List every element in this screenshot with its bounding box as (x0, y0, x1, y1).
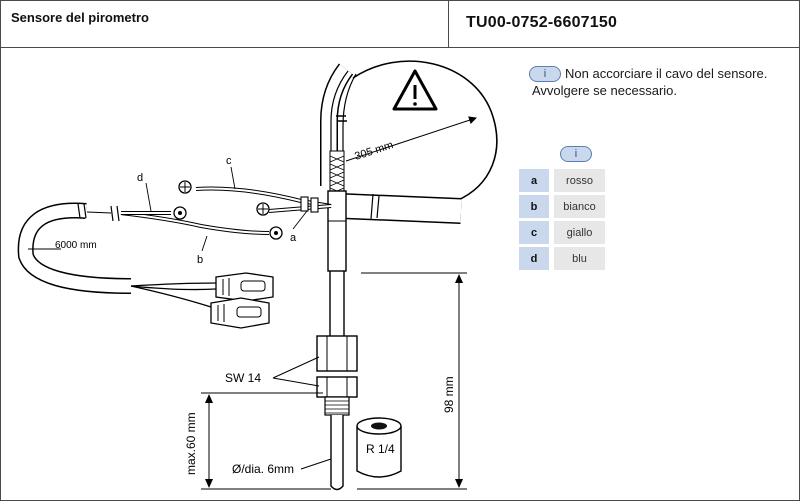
note-line-1: i Non accorciare il cavo del sensore. (529, 66, 767, 82)
adapter-r14 (356, 417, 402, 478)
header: Sensore del pirometro TU00-0752-6607150 (1, 1, 799, 48)
legend-key: d (519, 247, 549, 270)
sw14-label: SW 14 (225, 371, 261, 385)
plug-connector-1 (215, 272, 274, 302)
screw-terminal (256, 202, 270, 216)
wire-label-b: b (197, 254, 203, 266)
warning-icon (392, 69, 438, 111)
legend-value: rosso (554, 169, 605, 192)
legend-key: b (519, 195, 549, 218)
thread-r14-label: R 1/4 (366, 442, 395, 456)
diameter-label: Ø/dia. 6mm (232, 462, 294, 476)
legend-value: bianco (554, 195, 605, 218)
legend-value: blu (554, 247, 605, 270)
length-305-label: 305 mm (353, 139, 395, 163)
length-6000-label: 6000 mm (55, 240, 97, 251)
note-text-1: Non accorciare il cavo del sensore. (565, 66, 768, 81)
plug-connector-2 (210, 297, 270, 329)
info-icon: i (529, 66, 561, 82)
legend-info-icon: i (560, 146, 592, 162)
length-98-label: 98 mm (442, 376, 456, 413)
screw-terminal (178, 180, 192, 194)
document-title: Sensore del pirometro (11, 10, 149, 25)
note-text-2: Avvolgere se necessario. (532, 83, 678, 98)
header-divider (448, 1, 449, 47)
thread (324, 396, 350, 416)
wire-label-c: c (226, 155, 232, 167)
cable-braid (329, 150, 345, 197)
detail-circle (352, 60, 498, 202)
hex-nut-upper (316, 335, 358, 372)
legend-key: c (519, 221, 549, 244)
length-max60-label: max.60 mm (184, 412, 198, 475)
legend-value: giallo (554, 221, 605, 244)
wire-label-d: d (137, 172, 143, 184)
hex-nut-lower (316, 376, 358, 398)
legend-key: a (519, 169, 549, 192)
wire-label-a: a (290, 232, 297, 244)
part-number: TU00-0752-6607150 (466, 14, 618, 31)
probe-tip (330, 415, 344, 491)
